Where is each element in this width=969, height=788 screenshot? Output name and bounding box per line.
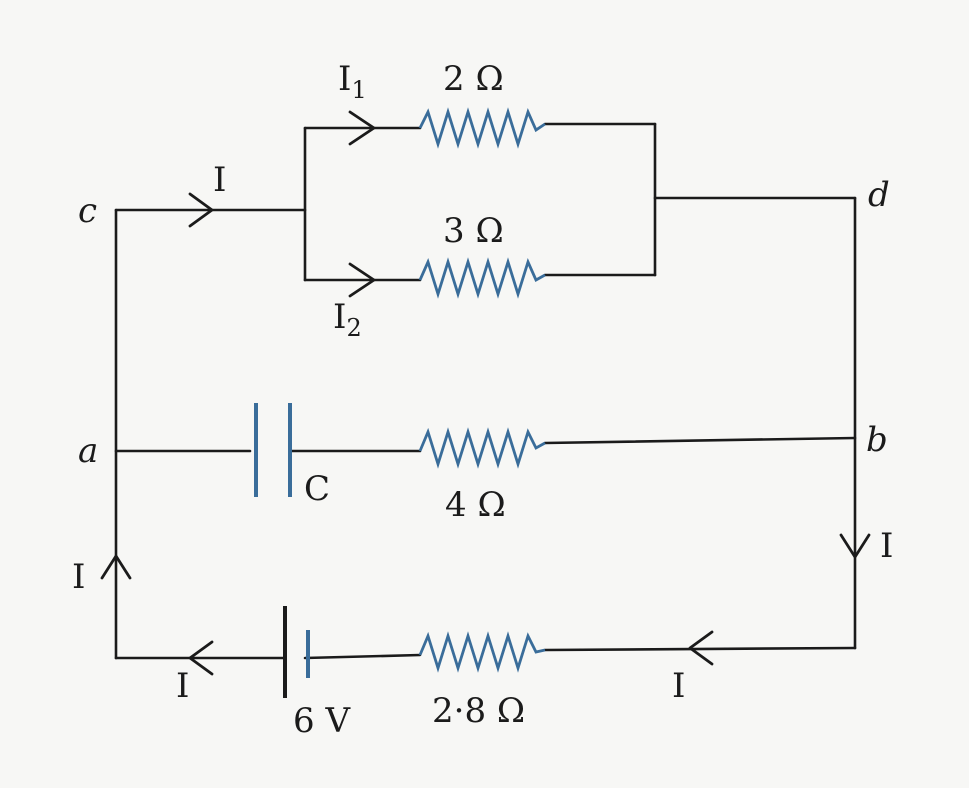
- current-bottom-left-label: I: [176, 666, 189, 706]
- resistor-4-ohm-label: 4 Ω: [445, 485, 506, 525]
- resistor-2-ohm: [418, 107, 546, 149]
- current-bottom-right-label: I: [672, 666, 685, 706]
- arrow-up-left-icon: [100, 554, 132, 580]
- arrow-bottom-left-icon: [688, 630, 714, 666]
- node-d-label: d: [868, 175, 890, 215]
- current-i1-letter: I: [338, 59, 351, 99]
- node-b-label: b: [866, 420, 888, 460]
- battery-label: 6 V: [293, 701, 351, 741]
- node-a-label: a: [78, 431, 98, 471]
- resistor-2-8-ohm: [418, 631, 546, 673]
- current-right-label: I: [880, 526, 893, 566]
- resistor-4-ohm: [418, 427, 546, 469]
- arrow-bottom-left2-icon: [188, 640, 214, 676]
- resistor-2-ohm-label: 2 Ω: [443, 59, 504, 99]
- current-i1-subscript: 1: [351, 76, 366, 104]
- arrow-branch2-right-icon: [348, 262, 376, 298]
- middle-right-wire: [543, 436, 857, 445]
- current-i2-subscript: 2: [346, 314, 361, 342]
- current-i1-label: I1: [338, 59, 367, 104]
- arrow-branch1-right-icon: [348, 110, 376, 146]
- node-c-label: c: [78, 191, 97, 231]
- capacitor-label: C: [304, 469, 330, 509]
- arrow-main-right-icon: [188, 192, 214, 228]
- resistor-3-ohm-label: 3 Ω: [443, 211, 504, 251]
- current-i2-letter: I: [333, 297, 346, 337]
- current-i2-label: I2: [333, 297, 362, 342]
- resistor-3-ohm: [418, 257, 546, 299]
- resistor-2-8-ohm-label: 2·8 Ω: [432, 691, 525, 731]
- arrow-down-right-icon: [839, 533, 871, 559]
- current-main-label: I: [213, 160, 226, 200]
- bottom-mid-wire: [303, 653, 422, 660]
- current-left-label: I: [72, 557, 85, 597]
- bottom-right-wire: [543, 646, 857, 652]
